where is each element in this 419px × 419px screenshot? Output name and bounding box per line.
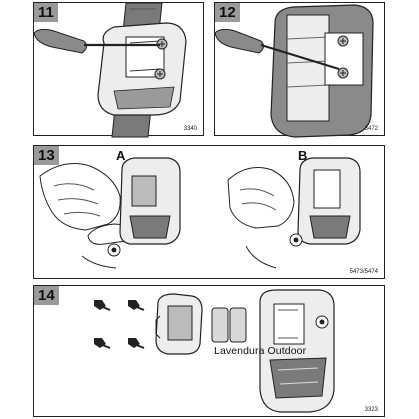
device-housing-icon [259,289,335,413]
step-13-badge: 13 [34,146,59,165]
figure-code-3340: 3340 [183,126,197,132]
figure-code-5473-5474: 5473/5474 [349,269,378,275]
panel-step-11: 11 3340 [33,2,204,138]
hand-icon [227,167,295,269]
illustration-step-13 [39,157,361,269]
figure-code-5472: 5472 [364,126,378,132]
step-12-badge: 12 [215,3,240,22]
illustration-step-12 [214,4,374,138]
screwdriver-icon [214,28,340,71]
phillips-screw-icon [154,38,168,80]
panel-step-13: 13 A B 5473/5474 [33,145,385,279]
figure-code-3323: 3323 [364,407,378,413]
step-14-badge: 14 [34,286,59,305]
phillips-screw-icon [94,300,145,349]
screwdriver-icon [33,28,160,54]
panel-step-14: 14 Lavendura Outdoor 3323 [33,285,385,417]
watermark-text: Lavendura Outdoor [214,345,307,357]
illustration-step-11 [33,2,187,138]
panel-step-12: 12 5472 [214,2,385,138]
step-11-badge: 11 [34,3,58,22]
illustration-step-14 [94,289,335,413]
battery-icon [211,307,247,343]
sub-label-b: B [298,148,308,163]
phillips-screw-icon [337,35,349,79]
sub-label-a: A [116,148,126,163]
